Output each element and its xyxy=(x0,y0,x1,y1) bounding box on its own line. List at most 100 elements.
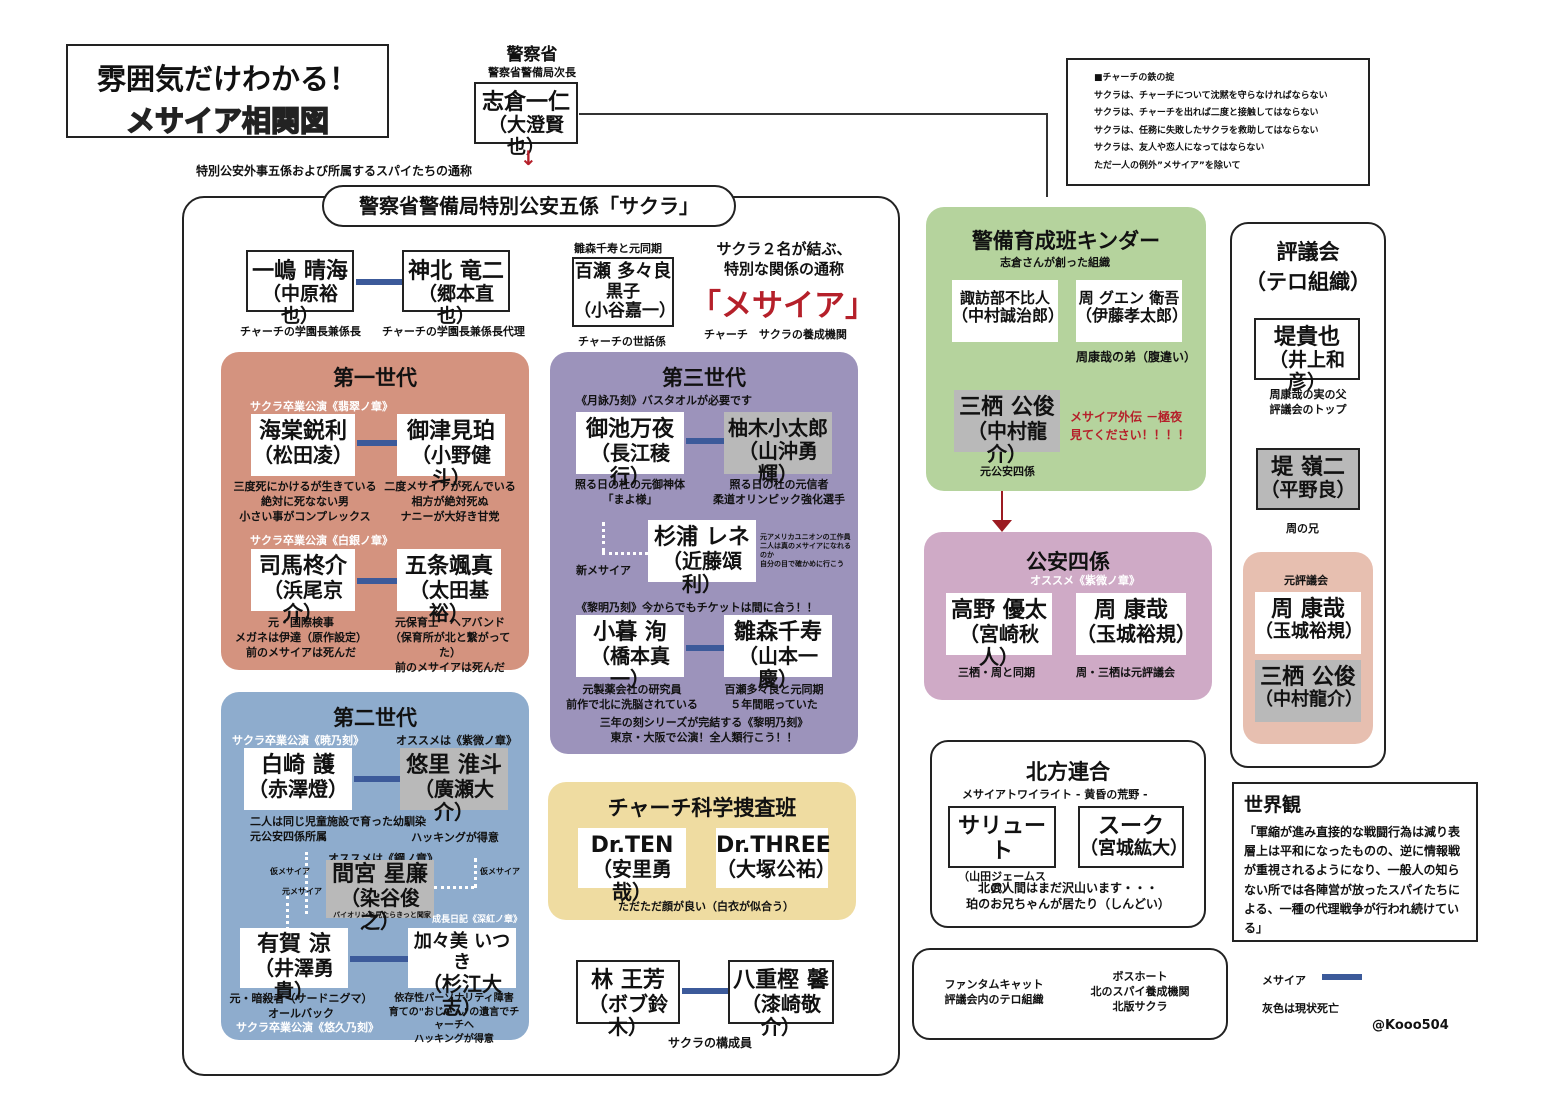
person-actor: （中村龍介） xyxy=(1255,689,1363,711)
person-name: 周 康哉 xyxy=(1271,597,1345,622)
worldview-text: 「軍縮が進み直接的な戦闘行為は減り表層上は平和になったものの、逆に情報戦が重視さ… xyxy=(1244,825,1461,935)
sakura-title-text: 警察省警備局特別公安五係「サクラ」 xyxy=(359,194,699,218)
person-actor: （浜尾京介） xyxy=(263,578,343,626)
credit: @Kooo504 xyxy=(1372,1018,1449,1033)
person-name: 一嶋 晴海 xyxy=(252,259,348,284)
person-mamiya: 間宮 星廉 （染谷俊之） xyxy=(326,860,434,933)
police-org: 警察省 xyxy=(506,45,558,65)
person-name: 司馬柊介 xyxy=(258,554,347,579)
person-kamikita: 神北 竜二 （郷本直也） xyxy=(402,250,510,327)
note: 照る日の杜の元信者 柔道オリンピック強化選手 xyxy=(713,478,845,506)
person-actor: （宮崎秋人） xyxy=(959,622,1039,670)
person-gojo: 五条颯真 （太田基裕） xyxy=(397,549,501,625)
dotted-connector xyxy=(286,896,289,936)
council-title-line: （テロ組織） xyxy=(1245,270,1371,294)
note: 二度メサイアが死んでいる 相方が絶対死ぬ ナニーが大好き甘党 xyxy=(384,480,516,523)
sakura-footer: サクラの構成員 xyxy=(668,1036,753,1050)
note: 周の兄 xyxy=(1286,522,1319,535)
council-title: 評議会 （テロ組織） xyxy=(1230,236,1386,296)
person-actor: （松田凌） xyxy=(253,443,353,468)
person-actor: （ボブ鈴木） xyxy=(588,992,668,1040)
person-drthree: Dr.THREE （大塚公祐） xyxy=(716,828,836,888)
group-phantom: ファンタムキャット 評議会内のテロ組織 xyxy=(924,978,1064,1008)
person-name: 白崎 護 xyxy=(261,753,335,778)
title-box: 雰囲気だけわかる！ メサイア相関図 xyxy=(66,44,389,139)
messiah-link xyxy=(354,776,400,782)
person-name: 堤貴也 xyxy=(1273,325,1340,350)
note: チャーチの世話係 xyxy=(578,335,666,348)
person-name: 林 王芳 xyxy=(591,968,665,993)
person-shikura: 志倉一仁 （大澄賢也） xyxy=(474,82,578,158)
note: 周康哉の実の父 評議会のトップ xyxy=(1269,388,1347,416)
person-rin: 林 王芳 （ボブ鈴木） xyxy=(576,960,680,1039)
person-actor: （小谷嘉一） xyxy=(574,301,676,322)
dotted-connector xyxy=(602,522,605,552)
person-name: Dr.THREE xyxy=(716,833,831,858)
person-tsutsumi-takaya: 堤貴也 （井上和彦） xyxy=(1254,318,1360,393)
person-tsutsumi-reiji: 堤 嶺二 （平野良） xyxy=(1256,448,1360,510)
worldview-title: 世界観 xyxy=(1244,794,1302,816)
person-name: 三栖 公俊 xyxy=(1260,665,1356,690)
note: 元製薬会社の研究員 前作で北に洗脳されている xyxy=(566,683,698,711)
person-name: 小暮 洵 xyxy=(593,620,667,645)
arrow-down-icon xyxy=(1001,491,1003,523)
person-name: 加々美 いつき xyxy=(413,931,511,973)
person-shu-koya-council: 周 康哉 （玉城裕規） xyxy=(1255,592,1363,654)
person-actor: （太田基裕） xyxy=(409,578,489,626)
footer-line: 三年の刻シリーズが完結する《黎明乃刻》 xyxy=(599,716,809,729)
person-name: 雛森千寿 xyxy=(733,620,822,645)
former-council-label: 元評議会 xyxy=(1284,574,1328,587)
person-yaegashi: 八重樫 馨 （漆崎敬介） xyxy=(728,960,834,1039)
pub-note: サクラ卒業公演《悠久乃刻》 xyxy=(236,1021,379,1034)
note: 照る日の杜の元御神体 「まよ様」 xyxy=(575,478,685,506)
group-voskhod: ボスホート 北のスパイ養成機関 北版サクラ xyxy=(1070,970,1210,1015)
messiah-link xyxy=(357,578,397,584)
messiah-word: 「メサイア」 xyxy=(690,288,876,324)
rule-line: ■チャーチの鉄の掟 xyxy=(1094,73,1175,83)
messiah-link xyxy=(357,440,397,446)
person-name: 諏訪部不比人 xyxy=(959,289,1050,307)
person-aruga: 有賀 涼 （井澤勇貴） xyxy=(240,928,348,1003)
hoppo-frame xyxy=(930,740,1206,928)
group-line: 北のスパイ養成機関 xyxy=(1090,984,1190,998)
person-actor: （宮城紘大） xyxy=(1080,838,1188,860)
person-takano: 高野 優太 （宮崎秋人） xyxy=(946,593,1052,669)
person-kogure: 小暮 洵 （橋本真一） xyxy=(576,615,684,691)
messiah-link xyxy=(350,956,408,962)
person-actor: （赤澤燈） xyxy=(248,777,348,802)
pub-note: サクラ卒業公演《白銀ノ章》 xyxy=(250,534,393,547)
person-drten: Dr.TEN （安里勇哉） xyxy=(578,828,686,904)
note: チャーチの学園長兼係長 xyxy=(240,325,361,338)
person-shiba: 司馬柊介 （浜尾京介） xyxy=(251,549,355,625)
koan4-title: 公安四係 xyxy=(1026,550,1110,574)
messiah-link xyxy=(686,438,724,444)
person-name: 神北 竜二 xyxy=(408,259,504,284)
person-actor: （中村誠治郎） xyxy=(952,306,1065,326)
person-name: 悠里 淮斗 xyxy=(406,753,502,778)
messiah-lead: サクラ２名が結ぶ、 特別な関係の通称 xyxy=(696,240,872,279)
dotted-connector xyxy=(434,886,474,889)
person-suku: スーク （宮城紘大） xyxy=(1078,806,1188,868)
rules-box: ■チャーチの鉄の掟 サクラは、チャーチについて沈黙を守らなければならない サクラ… xyxy=(1066,58,1370,186)
person-actor: （中村龍介） xyxy=(967,419,1047,467)
person-actor: （山本一慶） xyxy=(738,644,818,692)
koan4-subtitle: オススメ《紫微ノ章》 xyxy=(1030,574,1140,587)
dotted-connector xyxy=(305,852,308,914)
person-name: 御津見珀 xyxy=(406,419,495,444)
gen2-title: 第二世代 xyxy=(333,706,417,730)
rule-line: サクラは、チャーチを出れば二度と接触してはならない xyxy=(1094,108,1319,119)
note: チャーチ サクラの養成機関 xyxy=(704,328,847,341)
person-hinamori: 雛森千寿 （山本一慶） xyxy=(724,615,832,691)
gaiden-note: メサイア外伝 －極夜 見てください！！！！ xyxy=(1070,410,1190,442)
person-name: 周 グエン 衛吾 xyxy=(1078,289,1180,307)
person-actor: （玉城裕規） xyxy=(1076,622,1196,647)
note: 三度死にかけるが生きている 絶対に死なない男 小さい事がコンプレックス xyxy=(233,480,377,523)
hoppo-subtitle: メサイアトワイライト - 黄昏の荒野 - xyxy=(962,788,1148,801)
person-name: 高野 優太 xyxy=(951,598,1047,623)
dotted-connector xyxy=(474,858,477,888)
person-actor: （廣瀬大介） xyxy=(414,777,494,825)
note: 元・暗殺者（サードニグマ） オールバック xyxy=(229,992,373,1020)
note: 元・国際検事 メガネは伊達（原作設定） 前のメサイアは死んだ xyxy=(235,616,367,659)
kinder-subtitle: 志倉さんが創った組織 xyxy=(1000,256,1110,269)
person-suwabe: 諏訪部不比人 （中村誠治郎） xyxy=(952,280,1065,342)
